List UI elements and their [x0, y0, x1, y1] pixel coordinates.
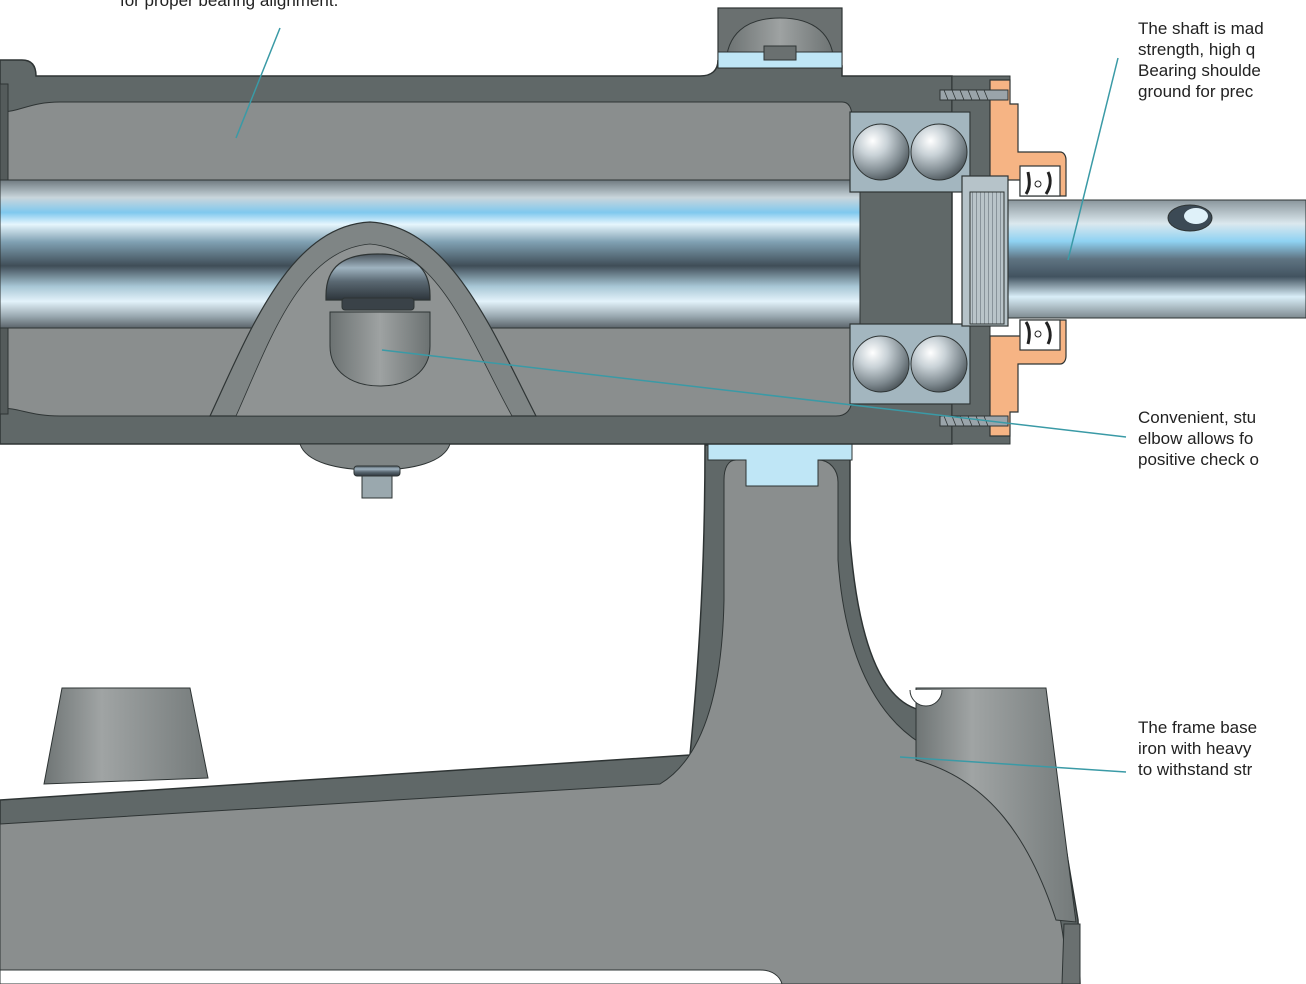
lower-bearing-ball-1	[852, 335, 910, 393]
upper-bearing-ball-1	[852, 123, 910, 181]
frame-bottom-right-edge	[1061, 923, 1081, 984]
oiler-bulb	[329, 311, 431, 387]
lower-cap-bolt-icon	[939, 415, 1009, 427]
callout-frame-line-1: The frame base	[1138, 718, 1258, 737]
top-vent-key	[763, 45, 797, 61]
oiler-cap-ring	[341, 297, 415, 311]
shaft-keyway-highlight	[1184, 208, 1208, 224]
callout-oiler-line-1: Convenient, stu	[1138, 408, 1257, 427]
upper-cap-bolt-icon	[939, 89, 1009, 101]
callout-frame: The frame base iron with heavy to withst…	[1138, 717, 1257, 780]
leader-frame	[899, 756, 1127, 773]
drain-plug-washer	[353, 465, 401, 477]
frame-bottom-slot	[0, 969, 783, 984]
leader-oiler	[381, 349, 1127, 438]
callout-shaft-line-4: ground for prec	[1138, 82, 1254, 101]
housing-cavity-upper	[0, 101, 853, 181]
callout-shaft-line-2: strength, high q	[1138, 40, 1256, 59]
lower-lip-seal-lips	[1024, 321, 1052, 345]
lower-lip-seal-spring	[1034, 330, 1042, 338]
callout-shaft: The shaft is mad strength, high q Bearin…	[1138, 18, 1264, 102]
callout-housing-line-1: for proper bearing alignment.	[120, 0, 339, 10]
callout-frame-line-3: to withstand str	[1138, 760, 1253, 779]
leader-shaft	[1067, 57, 1119, 261]
frame-left-pad	[43, 687, 209, 785]
oiler-cap-icon	[325, 253, 431, 301]
leader-housing	[235, 27, 281, 139]
callout-oiler-line-3: positive check o	[1138, 450, 1259, 469]
callout-shaft-line-1: The shaft is mad	[1138, 19, 1264, 38]
upper-lip-seal-lips	[1024, 171, 1052, 195]
callout-shaft-line-3: Bearing shoulde	[1138, 61, 1261, 80]
upper-lip-seal-spring	[1034, 180, 1042, 188]
frame-right-pad-notch	[909, 689, 943, 707]
housing-foot-gasket	[707, 443, 853, 487]
callout-oiler-line-2: elbow allows fo	[1138, 429, 1254, 448]
callout-housing: for proper bearing alignment.	[120, 0, 338, 11]
shaft-extension	[965, 199, 1306, 319]
bearing-lock-nut-icon	[969, 191, 1005, 325]
lower-bearing-ball-2	[910, 335, 968, 393]
frame-right-pad	[915, 687, 1077, 923]
callout-frame-line-2: iron with heavy	[1138, 739, 1252, 758]
upper-bearing-ball-2	[910, 123, 968, 181]
drain-plug-icon	[361, 475, 393, 499]
callout-oiler: Convenient, stu elbow allows fo positive…	[1138, 407, 1259, 470]
